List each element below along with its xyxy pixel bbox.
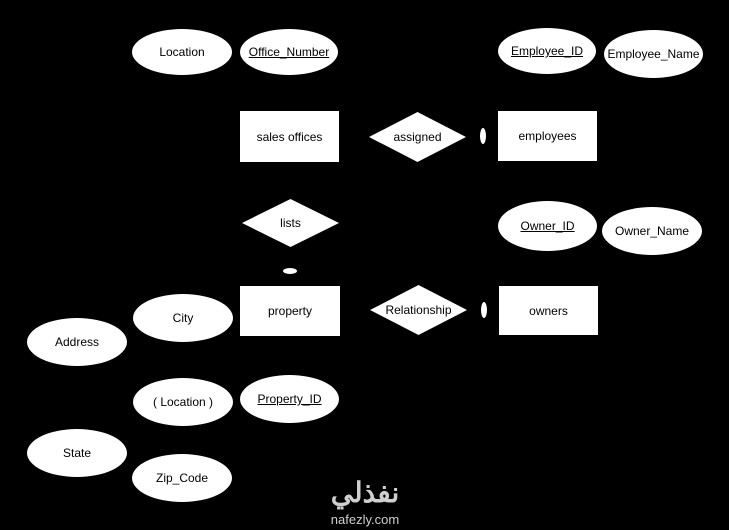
- attr-city: City: [133, 294, 233, 342]
- attr-property-id: Property_ID: [240, 375, 339, 423]
- label: sales offices: [256, 129, 323, 144]
- label: Zip_Code: [155, 471, 209, 485]
- entity-sales-offices: sales offices: [240, 111, 339, 162]
- label: City: [172, 311, 194, 325]
- label: Office_Number: [248, 45, 330, 59]
- watermark-latin: nafezly.com: [330, 512, 400, 527]
- label: Employee_Name: [607, 47, 700, 61]
- label: ( Location ): [152, 395, 214, 409]
- label: owners: [529, 303, 568, 318]
- entity-owners: owners: [499, 286, 598, 335]
- entity-employees: employees: [498, 111, 597, 161]
- label: employees: [518, 129, 577, 143]
- attr-location-multivalued: ( Location ): [133, 378, 233, 426]
- attr-owner-name: Owner_Name: [602, 207, 702, 255]
- label: Owner_ID: [520, 219, 575, 233]
- cardinality-mark: [283, 268, 297, 274]
- rel-assigned: assigned: [369, 112, 466, 162]
- cardinality-mark: [480, 128, 486, 144]
- rel-relationship: Relationship: [370, 285, 467, 335]
- cardinality-mark: [481, 302, 487, 318]
- attr-office-number: Office_Number: [240, 29, 338, 75]
- label: Owner_Name: [614, 224, 690, 238]
- attr-owner-id: Owner_ID: [498, 201, 597, 251]
- label: assigned: [393, 130, 442, 144]
- attr-zip-code: Zip_Code: [132, 454, 232, 502]
- label: Employee_ID: [510, 44, 584, 58]
- attr-employee-name: Employee_Name: [604, 30, 703, 78]
- label: lists: [280, 216, 301, 230]
- label: Address: [54, 335, 100, 349]
- label: Relationship: [385, 303, 452, 317]
- label: State: [62, 446, 92, 460]
- label: Property_ID: [257, 392, 322, 406]
- entity-property: property: [240, 286, 340, 336]
- label: Location: [159, 45, 205, 59]
- rel-lists: lists: [242, 199, 339, 247]
- label: property: [267, 304, 313, 318]
- watermark-arabic: نفذلي: [330, 477, 400, 508]
- attr-address: Address: [27, 318, 127, 366]
- attr-location: Location: [132, 29, 232, 75]
- attr-employee-id: Employee_ID: [498, 28, 596, 74]
- attr-state: State: [27, 429, 127, 477]
